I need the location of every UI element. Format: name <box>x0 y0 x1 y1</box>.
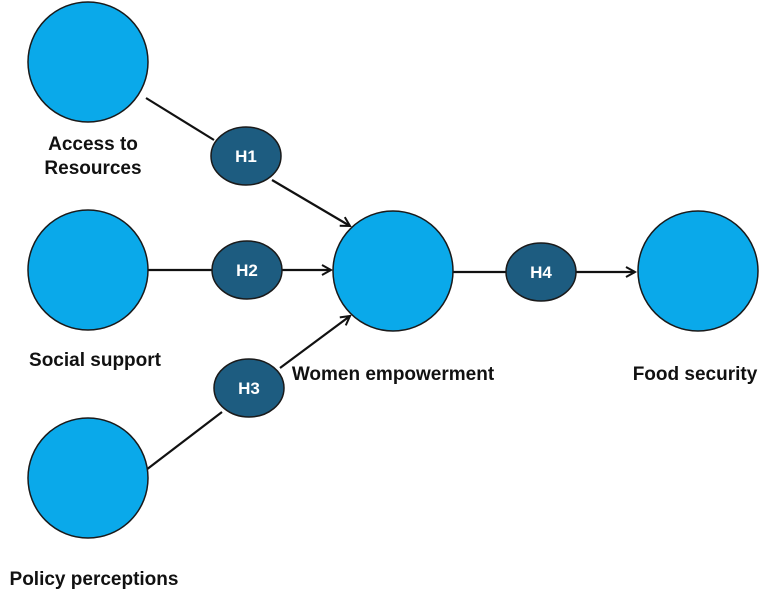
h4-badge <box>505 242 577 302</box>
path-policy-to-h3 <box>145 411 223 471</box>
h4-label: H4 <box>530 263 552 282</box>
h2-badge <box>211 240 283 300</box>
h2-label: H2 <box>236 261 258 280</box>
path-access-to-h1 <box>145 97 215 141</box>
access-to-resources-node <box>27 1 149 123</box>
h1-badge <box>210 126 282 186</box>
hypothesis-h1: H1 <box>210 126 282 186</box>
hypothesis-nodes: H1 H2 H3 H4 <box>210 126 577 418</box>
social-support-label: Social support <box>29 350 162 371</box>
food-security-label: Food security <box>633 364 758 385</box>
access-label-line1: Access to <box>48 134 138 155</box>
h3-label: H3 <box>238 379 260 398</box>
food-security-node <box>637 210 759 332</box>
h1-label: H1 <box>235 147 257 166</box>
hypothesis-h3: H3 <box>213 358 285 418</box>
women-empowerment-label: Women empowerment <box>292 364 495 385</box>
connection-lines <box>145 97 635 471</box>
women-empowerment-node <box>332 210 454 332</box>
h3-badge <box>213 358 285 418</box>
access-label-line2: Resources <box>44 158 141 179</box>
construct-labels: Access to Resources Social support Polic… <box>10 134 758 590</box>
path-h3-to-women <box>279 316 350 369</box>
hypothesis-h4: H4 <box>505 242 577 302</box>
construct-nodes <box>27 1 759 539</box>
path-h1-to-women <box>271 179 350 226</box>
policy-perceptions-node <box>27 417 149 539</box>
social-support-node <box>27 209 149 331</box>
hypothesis-h2: H2 <box>211 240 283 300</box>
policy-perceptions-label: Policy perceptions <box>10 569 179 590</box>
